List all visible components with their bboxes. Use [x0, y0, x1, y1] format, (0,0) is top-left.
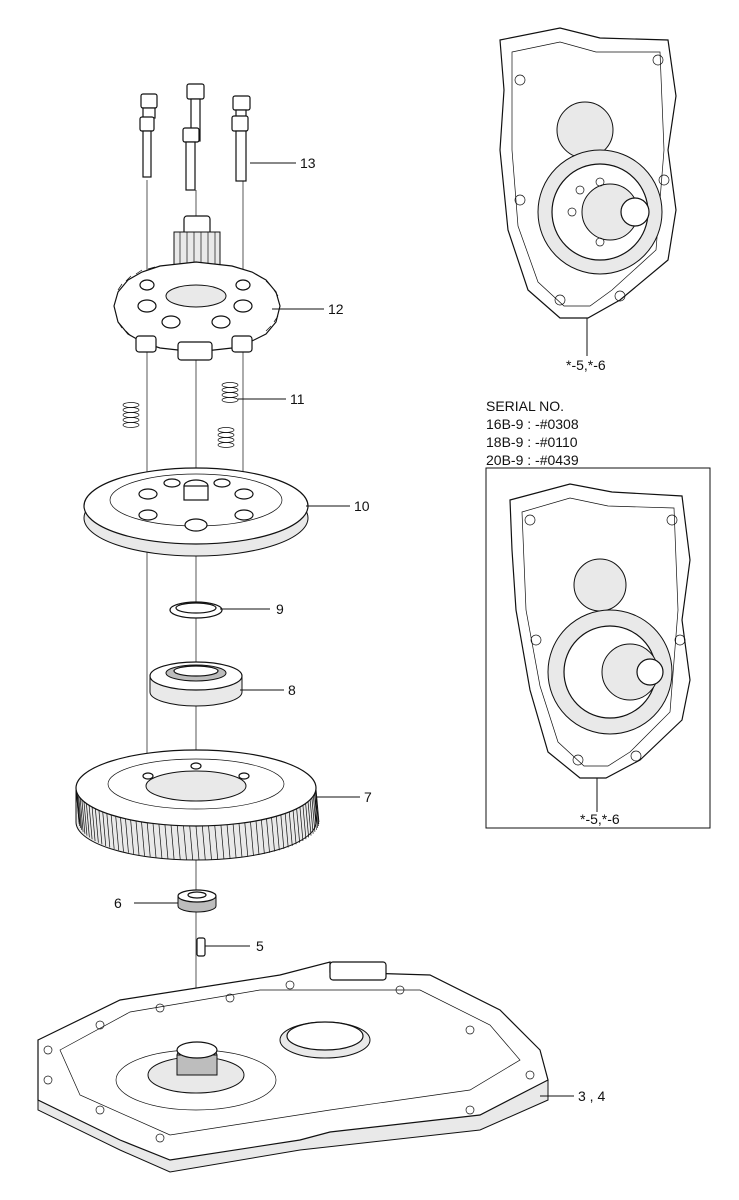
snap-ring-part-9 — [169, 601, 223, 619]
label-12: 12 — [328, 301, 344, 317]
label-inset-assembly: *-5,*-6 — [580, 811, 620, 827]
assembled-view-top — [499, 27, 677, 319]
inset-frame — [485, 467, 711, 829]
ring-gear-part-7 — [75, 749, 320, 861]
label-top-assembly: *-5,*-6 — [566, 357, 606, 373]
bolts-part-13 — [139, 83, 251, 191]
label-9: 9 — [276, 601, 284, 617]
springs-part-11 — [122, 382, 239, 448]
serial-row-2: 18B-9 : -#0110 — [486, 434, 578, 450]
label-10: 10 — [354, 498, 370, 514]
bushing-part-6 — [177, 889, 217, 913]
assembled-view-inset — [509, 483, 691, 779]
carrier-gear-part-12 — [113, 215, 281, 361]
housing-cover-part-3-4 — [37, 961, 549, 1173]
label-5: 5 — [256, 938, 264, 954]
plate-part-10 — [83, 467, 309, 557]
label-13: 13 — [300, 155, 316, 171]
label-7: 7 — [364, 789, 372, 805]
label-11: 11 — [290, 391, 305, 407]
serial-row-3: 20B-9 : -#0439 — [486, 452, 579, 468]
bearing-part-8 — [149, 661, 243, 707]
serial-title: SERIAL NO. — [486, 398, 564, 414]
pin-part-5 — [196, 937, 206, 957]
label-6: 6 — [114, 895, 122, 911]
label-3-4: 3 , 4 — [578, 1088, 605, 1104]
label-8: 8 — [288, 682, 296, 698]
serial-row-1: 16B-9 : -#0308 — [486, 416, 579, 432]
leader-lines — [134, 162, 598, 1097]
